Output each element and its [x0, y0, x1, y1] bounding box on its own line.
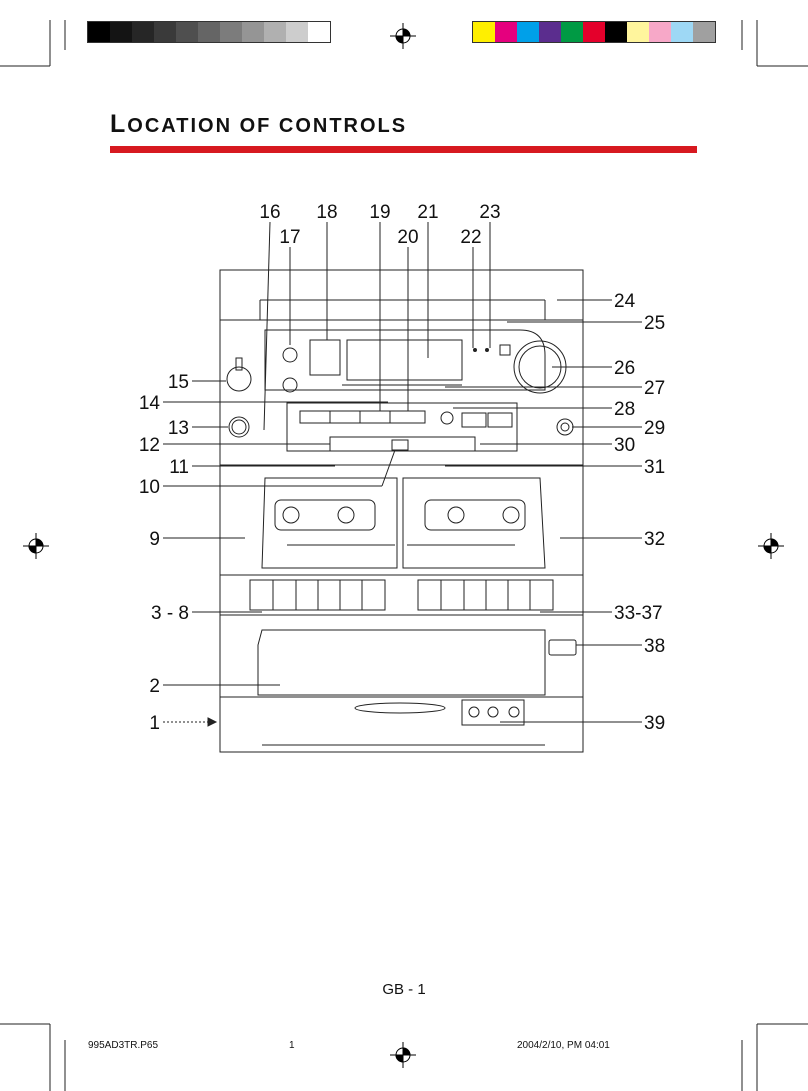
gray-swatch-3 [132, 22, 154, 42]
callout-32: 32 [644, 529, 665, 550]
callout-30: 30 [614, 435, 635, 456]
page-title: LOCATION OF CONTROLS [110, 110, 407, 139]
color-swatch-11 [693, 22, 715, 42]
color-calibration-bar [472, 21, 716, 43]
callout-20: 20 [397, 227, 418, 248]
gray-swatch-4 [154, 22, 176, 42]
sheet-number: 1 [289, 1040, 295, 1051]
gray-swatch-6 [198, 22, 220, 42]
callout-19: 19 [369, 202, 390, 223]
title-underline [110, 146, 697, 153]
color-swatch-4 [539, 22, 561, 42]
registration-mark-left [23, 533, 49, 559]
title-initial: L [110, 110, 128, 138]
color-swatch-2 [495, 22, 517, 42]
callout-39: 39 [644, 713, 665, 734]
grayscale-calibration-bar [87, 21, 331, 43]
print-timestamp: 2004/2/10, PM 04:01 [517, 1040, 610, 1051]
callout-11: 11 [169, 457, 189, 478]
color-swatch-1 [473, 22, 495, 42]
color-swatch-9 [649, 22, 671, 42]
callout-18: 18 [316, 202, 337, 223]
callout-14: 14 [139, 393, 161, 414]
registration-mark-bottom [390, 1042, 416, 1068]
gray-swatch-5 [176, 22, 198, 42]
registration-mark-right [758, 533, 784, 559]
callout-21: 21 [417, 202, 438, 223]
registration-mark-top [390, 23, 416, 49]
color-swatch-7 [605, 22, 627, 42]
callout-33-37: 33-37 [614, 603, 663, 624]
callout-12: 12 [139, 435, 160, 456]
callout-3-8: 3 - 8 [151, 603, 189, 624]
callout-13: 13 [168, 418, 189, 439]
color-swatch-3 [517, 22, 539, 42]
title-rest: OCATION OF CONTROLS [127, 115, 408, 137]
callout-29: 29 [644, 418, 665, 439]
callout-1: 1 [149, 713, 160, 734]
gray-swatch-7 [220, 22, 242, 42]
gray-swatch-8 [242, 22, 264, 42]
callout-9: 9 [149, 529, 160, 550]
leader-lines [163, 221, 642, 727]
stereo-unit-outline [219, 269, 584, 753]
callout-25: 25 [644, 313, 665, 334]
callout-24: 24 [614, 291, 636, 312]
callout-38: 38 [644, 636, 665, 657]
color-swatch-5 [561, 22, 583, 42]
file-name: 995AD3TR.P65 [88, 1040, 159, 1051]
gray-swatch-11 [308, 22, 330, 42]
callout-28: 28 [614, 399, 635, 420]
gray-swatch-2 [110, 22, 132, 42]
color-swatch-10 [671, 22, 693, 42]
callout-26: 26 [614, 358, 635, 379]
color-swatch-8 [627, 22, 649, 42]
gray-swatch-9 [264, 22, 286, 42]
callout-23: 23 [479, 202, 500, 223]
page-number-label: GB - 1 [382, 981, 426, 998]
gray-swatch-10 [286, 22, 308, 42]
callout-31: 31 [644, 457, 665, 478]
crop-marks [0, 20, 808, 1091]
callout-16: 16 [259, 202, 280, 223]
callout-15: 15 [168, 372, 189, 393]
color-swatch-6 [583, 22, 605, 42]
callout-2: 2 [149, 676, 160, 697]
callout-10: 10 [139, 477, 160, 498]
gray-swatch-1 [88, 22, 110, 42]
callout-22: 22 [460, 227, 481, 248]
callout-27: 27 [644, 378, 665, 399]
callout-17: 17 [279, 227, 300, 248]
